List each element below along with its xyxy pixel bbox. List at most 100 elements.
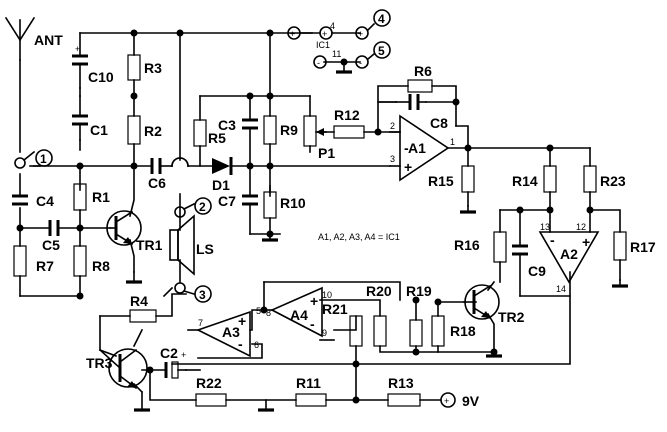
transistor-tr2 xyxy=(464,284,500,320)
svg-text:3: 3 xyxy=(390,154,395,164)
opamp-a4: + - xyxy=(270,286,323,338)
capacitor-c1 xyxy=(72,114,88,141)
capacitor-c9 xyxy=(512,244,528,256)
resistors xyxy=(13,54,627,407)
resistor-r4 xyxy=(129,309,157,323)
resistor-r23 xyxy=(583,165,597,193)
resistor-r3 xyxy=(127,54,141,81)
resistor-r22 xyxy=(195,393,227,407)
svg-text:6: 6 xyxy=(254,340,259,350)
antenna-icon xyxy=(4,16,36,61)
resistor-r19 xyxy=(409,319,423,347)
pin-numbers: 2 3 1 13 12 14 5 6 7 8 9 10 xyxy=(198,121,586,350)
label-r13: R13 xyxy=(388,375,414,391)
svg-text:12: 12 xyxy=(576,222,586,232)
resistor-r7 xyxy=(13,245,27,277)
plus-sign-9v: + xyxy=(444,396,449,406)
svg-text:5: 5 xyxy=(256,306,261,316)
resistor-r18 xyxy=(431,315,445,347)
ic-pin-4: 4 xyxy=(330,21,335,31)
label-r9: R9 xyxy=(280,122,298,138)
resistor-r6 xyxy=(407,79,433,93)
ground-symbols xyxy=(126,70,628,412)
label-a2: A2 xyxy=(560,246,578,262)
resistor-r5 xyxy=(193,119,207,147)
label-c1: C1 xyxy=(90,122,108,138)
resistor-r14 xyxy=(543,165,557,193)
capacitor-c6 xyxy=(150,158,162,174)
resistor-r16 xyxy=(493,231,507,263)
svg-text:1: 1 xyxy=(450,137,455,147)
wires xyxy=(19,32,621,411)
resistor-r1 xyxy=(73,183,87,211)
resistor-r12 xyxy=(333,125,365,139)
label-r4: R4 xyxy=(130,293,148,309)
capacitor-c8 xyxy=(395,94,427,110)
label-c2: C2 xyxy=(160,345,178,361)
transistor-tr1 xyxy=(106,210,142,246)
opamp-a2: - + xyxy=(538,209,600,284)
svg-text:8: 8 xyxy=(266,308,271,318)
svg-text:7: 7 xyxy=(198,318,203,328)
label-r18: R18 xyxy=(450,323,476,339)
plus-sign-1: + xyxy=(290,29,295,39)
test-point-1: 1 xyxy=(40,152,47,166)
label-9v: 9V xyxy=(462,393,480,409)
resistor-r2 xyxy=(127,115,141,145)
ic-note: A1, A2, A3, A4 = IC1 xyxy=(318,232,400,242)
label-r16: R16 xyxy=(454,237,480,253)
capacitor-c5 xyxy=(48,220,60,236)
c2-plus: + xyxy=(181,350,186,360)
plus-sign-2: + xyxy=(322,29,327,39)
a2-plus: + xyxy=(582,234,590,250)
test-points: 1 2 3 4 5 xyxy=(14,9,456,408)
ic-pin-11: 11 xyxy=(332,49,341,59)
label-a4: A4 xyxy=(290,307,308,323)
label-r1: R1 xyxy=(92,189,110,205)
svg-text:10: 10 xyxy=(322,290,332,300)
test-point-3: 3 xyxy=(199,288,206,302)
label-c3: C3 xyxy=(218,117,236,133)
label-r6: R6 xyxy=(414,63,432,79)
label-c8: C8 xyxy=(430,115,448,131)
minus-sign-2: - xyxy=(359,58,362,68)
label-r7: R7 xyxy=(36,258,54,274)
label-r23: R23 xyxy=(600,173,626,189)
label-r14: R14 xyxy=(512,173,538,189)
capacitor-c2 xyxy=(164,361,187,379)
resistor-r20 xyxy=(373,315,387,347)
label-r11: R11 xyxy=(296,375,321,391)
resistor-r21 xyxy=(349,315,363,347)
opamp-a1: - + xyxy=(389,114,450,182)
plus-sign-3: + xyxy=(358,29,363,39)
a1-minus: - xyxy=(404,140,409,156)
svg-text:9: 9 xyxy=(322,328,327,338)
test-point-2: 2 xyxy=(199,200,206,214)
label-ls: LS xyxy=(196,241,214,257)
label-ant: ANT xyxy=(34,32,63,48)
a4-plus: + xyxy=(310,293,318,309)
resistor-r15 xyxy=(461,165,475,193)
diode-d1 xyxy=(212,157,233,175)
potentiometer-p1 xyxy=(303,115,317,147)
a3-plus: + xyxy=(238,313,246,329)
resistor-r17 xyxy=(613,231,627,261)
capacitor-c10 xyxy=(72,54,88,89)
opamp-a3: + - xyxy=(195,310,251,358)
label-c4: C4 xyxy=(36,193,54,209)
label-tr3: TR3 xyxy=(86,355,113,371)
resistor-r13 xyxy=(387,393,421,407)
minus-sign-1: - xyxy=(317,58,320,68)
label-c5: C5 xyxy=(42,237,60,253)
a1-plus: + xyxy=(404,159,412,175)
supply-signs: + + + - - + 4 IC1 11 + + xyxy=(75,21,449,406)
label-r8: R8 xyxy=(92,258,110,274)
label-c6: C6 xyxy=(148,175,166,191)
component-labels: ANT C10 R3 C1 R2 C4 C5 R7 R1 R8 TR1 C6 D… xyxy=(34,32,656,409)
resistor-r10 xyxy=(263,191,277,219)
label-c7: C7 xyxy=(218,193,236,209)
label-c10: C10 xyxy=(88,69,114,85)
label-r15: R15 xyxy=(428,173,454,189)
test-point-5: 5 xyxy=(378,44,385,58)
transistor-tr3 xyxy=(98,348,148,390)
